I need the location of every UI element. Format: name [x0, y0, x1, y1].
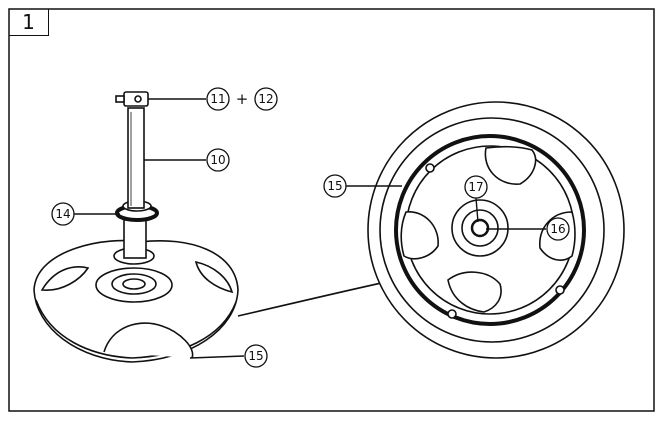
cutout-bottom — [447, 271, 502, 313]
callout-16 — [546, 217, 570, 241]
label-12: 12 — [258, 92, 273, 106]
callout-14 — [51, 202, 75, 226]
callout-11 — [206, 87, 230, 111]
label-14: 14 — [55, 207, 70, 221]
label-10: 10 — [210, 153, 225, 167]
notch-3 — [447, 309, 457, 319]
notch-1 — [425, 163, 435, 173]
label-16: 16 — [550, 222, 565, 236]
leader-15-left — [189, 355, 245, 359]
base-cutout-front — [103, 322, 194, 359]
clamp-knob-left — [115, 95, 125, 103]
detail-connector — [237, 281, 387, 317]
base-rim — [35, 299, 237, 359]
outer-border — [8, 8, 655, 412]
leader-lines-left — [74, 98, 245, 359]
label-17: 17 — [468, 180, 483, 194]
notch-2 — [555, 285, 565, 295]
callout-15-left — [244, 344, 268, 368]
step-number-box: 1 — [9, 9, 49, 36]
upper-pole — [127, 107, 145, 209]
callout-12 — [254, 87, 278, 111]
label-plus: + — [236, 90, 249, 108]
callout-10 — [206, 148, 230, 172]
detail-hub-bolt — [470, 218, 490, 238]
leader-lines-right — [346, 185, 546, 230]
callout-17 — [464, 175, 488, 199]
step-number: 1 — [22, 10, 35, 34]
callout-15-right — [323, 174, 347, 198]
label-11: 11 — [210, 92, 225, 106]
umbrella-stand — [33, 91, 239, 363]
base-detail-view — [367, 101, 625, 359]
cutout-top — [484, 145, 537, 185]
base-cutout-left — [40, 266, 90, 291]
hub-center — [122, 278, 146, 290]
label-15-right: 15 — [327, 179, 342, 193]
lower-pole — [123, 217, 147, 259]
callouts — [51, 87, 570, 368]
clamp-bolt — [134, 95, 142, 103]
leader-17 — [475, 197, 479, 223]
cutout-left — [400, 211, 439, 260]
label-15-left: 15 — [248, 349, 263, 363]
base-cutout-right — [194, 260, 234, 294]
